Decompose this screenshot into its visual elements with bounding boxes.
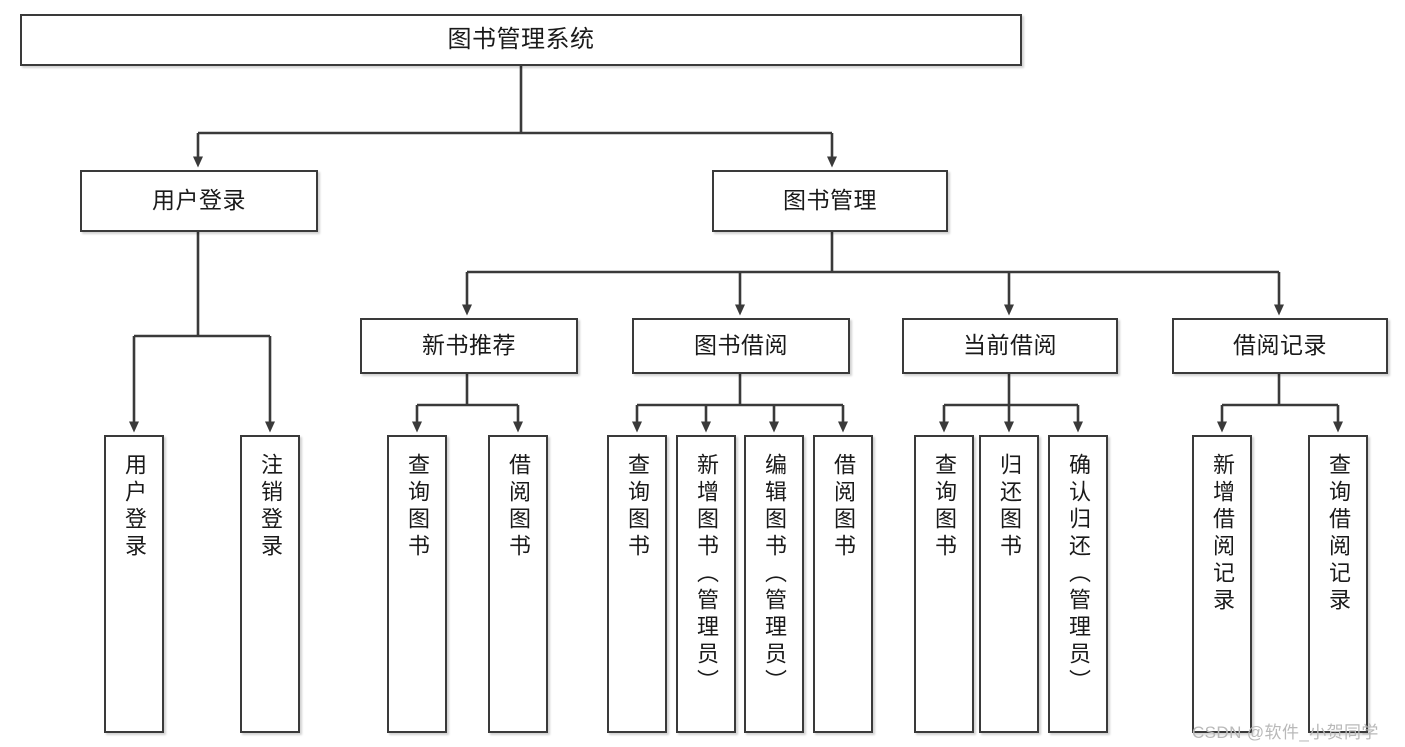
leaf-user-login[interactable]: 用户登录 xyxy=(104,435,164,733)
leaf-logout[interactable]: 注销登录 xyxy=(240,435,300,733)
node-book-borrow-label: 图书借阅 xyxy=(694,332,788,359)
leaf-query-book-1[interactable]: 查询图书 xyxy=(387,435,447,733)
leaf-borrow-book-2-label: 借阅图书 xyxy=(831,453,856,561)
leaf-query-book-2-label: 查询图书 xyxy=(625,453,650,561)
node-user-login[interactable]: 用户登录 xyxy=(80,170,318,232)
node-current-borrow[interactable]: 当前借阅 xyxy=(902,318,1118,374)
leaf-return-book[interactable]: 归还图书 xyxy=(979,435,1039,733)
leaf-query-book-3[interactable]: 查询图书 xyxy=(914,435,974,733)
leaf-add-book[interactable]: 新增图书（管理员） xyxy=(676,435,736,733)
node-user-login-label: 用户登录 xyxy=(152,187,246,214)
leaf-borrow-book-2[interactable]: 借阅图书 xyxy=(813,435,873,733)
leaf-query-record[interactable]: 查询借阅记录 xyxy=(1308,435,1368,733)
leaf-query-book-2[interactable]: 查询图书 xyxy=(607,435,667,733)
node-root[interactable]: 图书管理系统 xyxy=(20,14,1022,66)
leaf-borrow-book-1-label: 借阅图书 xyxy=(506,453,531,561)
node-book-manage-label: 图书管理 xyxy=(783,187,877,214)
leaf-edit-book[interactable]: 编辑图书（管理员） xyxy=(744,435,804,733)
leaf-add-record[interactable]: 新增借阅记录 xyxy=(1192,435,1252,733)
leaf-borrow-book-1[interactable]: 借阅图书 xyxy=(488,435,548,733)
leaf-edit-book-label: 编辑图书（管理员） xyxy=(762,453,787,696)
leaf-logout-label: 注销登录 xyxy=(258,453,283,561)
leaf-query-book-1-label: 查询图书 xyxy=(405,453,430,561)
node-current-borrow-label: 当前借阅 xyxy=(963,332,1057,359)
leaf-query-record-label: 查询借阅记录 xyxy=(1326,453,1351,615)
leaf-add-record-label: 新增借阅记录 xyxy=(1210,453,1235,615)
node-new-book-recommend-label: 新书推荐 xyxy=(422,332,516,359)
node-root-label: 图书管理系统 xyxy=(447,25,595,53)
leaf-return-book-label: 归还图书 xyxy=(997,453,1022,561)
node-book-borrow[interactable]: 图书借阅 xyxy=(632,318,850,374)
leaf-query-book-3-label: 查询图书 xyxy=(932,453,957,561)
node-borrow-record[interactable]: 借阅记录 xyxy=(1172,318,1388,374)
leaf-confirm-return-label: 确认归还（管理员） xyxy=(1066,453,1091,696)
leaf-user-login-label: 用户登录 xyxy=(122,453,147,561)
leaf-confirm-return[interactable]: 确认归还（管理员） xyxy=(1048,435,1108,733)
node-borrow-record-label: 借阅记录 xyxy=(1233,332,1327,359)
leaf-add-book-label: 新增图书（管理员） xyxy=(694,453,719,696)
node-book-manage[interactable]: 图书管理 xyxy=(712,170,948,232)
node-new-book-recommend[interactable]: 新书推荐 xyxy=(360,318,578,374)
